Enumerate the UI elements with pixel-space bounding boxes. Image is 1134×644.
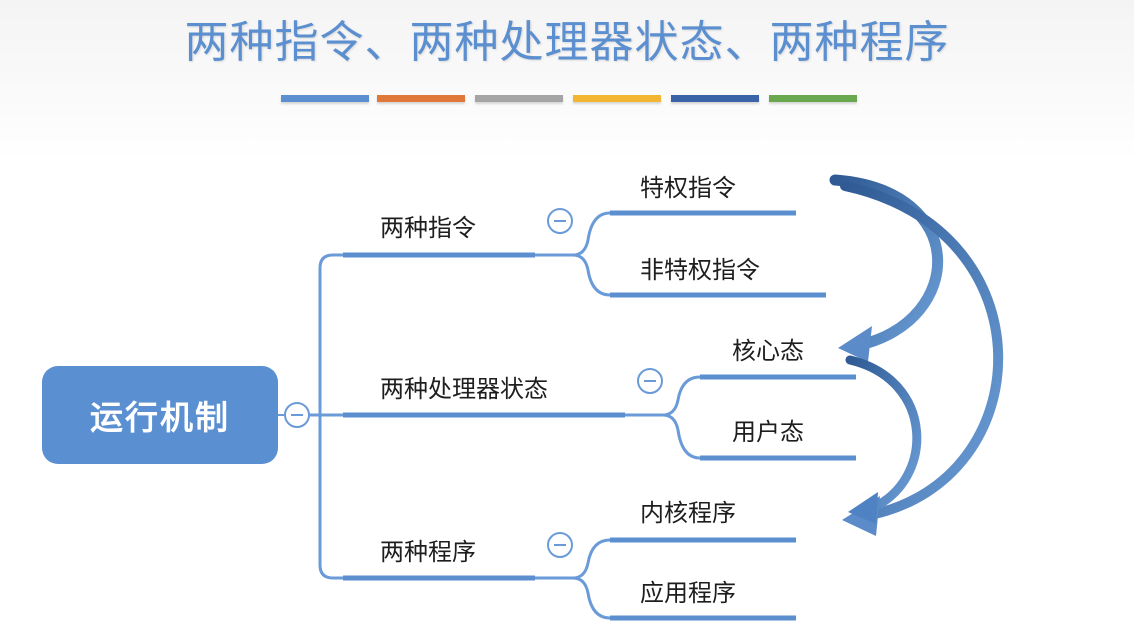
arrow-privileged-to-kernel-mode [829, 174, 943, 351]
node-user-mode[interactable]: 用户态 [732, 418, 804, 446]
trunk-upper-curve [318, 253, 343, 269]
collapse-toggle-states [637, 368, 663, 394]
trunk-lower-curve [318, 564, 343, 580]
root-node[interactable]: 运行机制 [42, 366, 278, 464]
connector-app-program [572, 576, 611, 620]
collapse-toggle-instructions [547, 208, 573, 234]
title-underline-6 [769, 95, 857, 102]
title-underline-1 [281, 95, 369, 102]
node-privileged-instructions[interactable]: 特权指令 [640, 174, 736, 202]
arrow-kernel-mode-to-kernel-program [845, 355, 922, 513]
connector-non-privileged [572, 253, 611, 297]
slide-title: 两种指令、两种处理器状态、两种程序 [184, 17, 950, 68]
title-underline-4 [573, 95, 661, 102]
node-application-program[interactable]: 应用程序 [640, 579, 736, 607]
connector-user-mode [662, 413, 701, 460]
node-kernel-program[interactable]: 内核程序 [640, 499, 736, 527]
arrow-head-kernel-program-inner [848, 492, 878, 524]
branch-label-instructions[interactable]: 两种指令 [380, 214, 476, 242]
title-underline-2 [377, 95, 465, 102]
arrow-head-kernel-mode [838, 326, 872, 362]
arrow-privileged-to-kernel-program [840, 181, 1004, 520]
title-underline-3 [475, 95, 563, 102]
collapse-toggle-programs [547, 532, 573, 558]
node-non-privileged-instructions[interactable]: 非特权指令 [640, 256, 760, 284]
collapse-toggle-root [284, 402, 310, 428]
branch-label-programs[interactable]: 两种程序 [380, 538, 476, 566]
title-underline-5 [671, 95, 759, 102]
node-kernel-mode[interactable]: 核心态 [732, 337, 804, 365]
branch-label-states[interactable]: 两种处理器状态 [380, 375, 548, 403]
